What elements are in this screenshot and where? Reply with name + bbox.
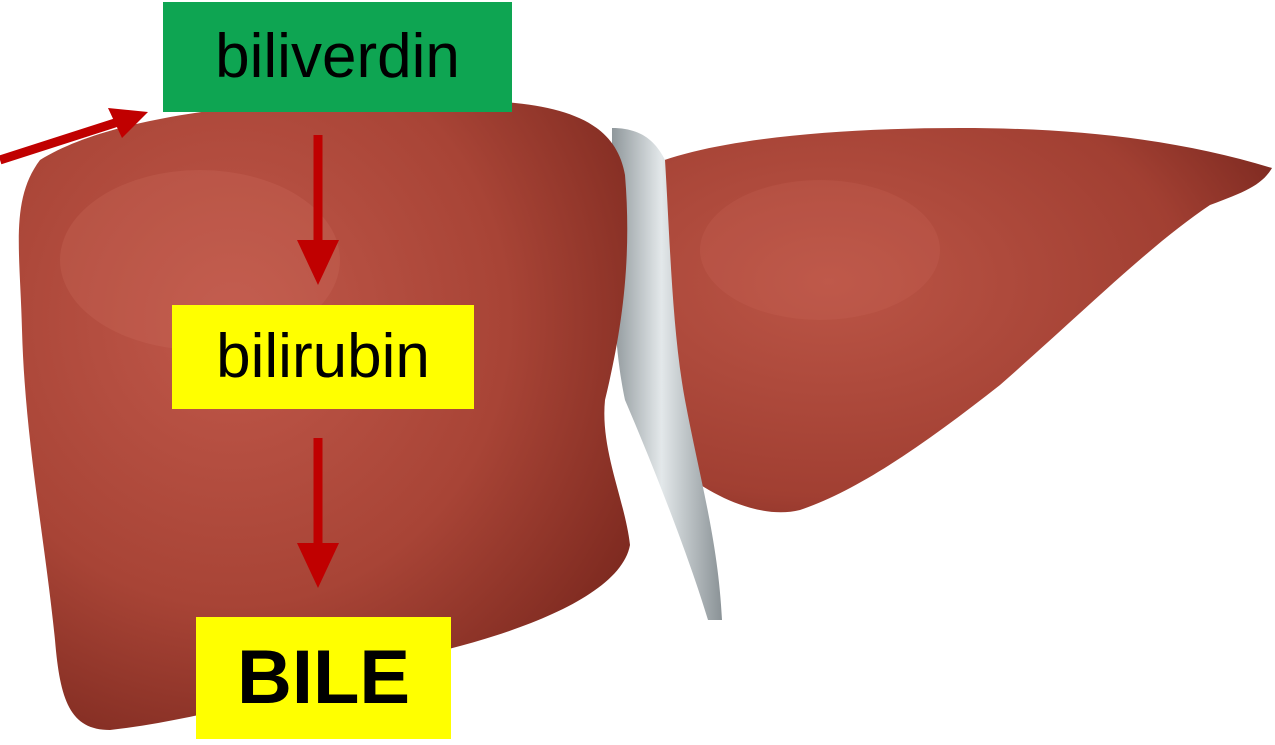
bilirubin-label: bilirubin [172, 305, 474, 409]
liver-highlight [700, 180, 940, 320]
biliverdin-label: biliverdin [163, 2, 512, 112]
bile-label: BILE [196, 617, 451, 739]
liver-left-lobe [639, 128, 1272, 512]
